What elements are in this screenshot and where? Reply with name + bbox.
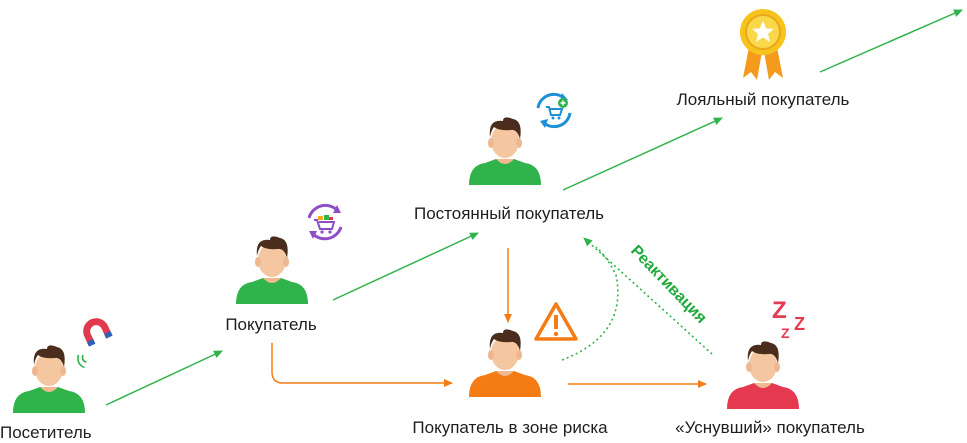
edge-buyer-to-at-risk — [271, 343, 453, 387]
svg-text:Z: Z — [781, 325, 790, 341]
regular-buyer-label: Постоянный покупатель — [414, 204, 604, 223]
edges — [105, 9, 963, 406]
sleep-zzz-icon: Z Z Z — [772, 297, 805, 341]
edge-buyer-to-regular — [332, 232, 479, 301]
edge-sleeping-reactivation — [583, 237, 713, 355]
at-risk-buyer-label: Покупатель в зоне риска — [412, 418, 608, 437]
sleeping-person-icon — [727, 341, 799, 409]
sleeping-buyer-label: «Уснувший» покупатель — [675, 418, 865, 437]
award-ribbon-icon — [740, 9, 786, 80]
cart-cycle-icon — [307, 203, 343, 241]
regular-person-icon — [469, 117, 541, 185]
edge-at-risk-reactivation — [561, 246, 619, 361]
at-risk-person-icon — [469, 329, 541, 397]
cart-add-icon — [536, 92, 572, 129]
loyal-buyer-label: Лояльный покупатель — [676, 90, 850, 109]
visitor-person-icon — [13, 345, 85, 413]
visitor-figure — [13, 345, 85, 413]
magnet-icon — [77, 318, 113, 369]
visitor-label: Посетитель — [0, 423, 92, 442]
edge-loyal-onward — [819, 9, 963, 73]
edge-regular-to-loyal — [562, 117, 723, 191]
svg-text:Z: Z — [772, 297, 787, 324]
edge-visitor-to-buyer — [105, 350, 223, 406]
buyer-label: Покупатель — [225, 315, 317, 334]
warning-icon — [534, 302, 578, 341]
buyer-person-icon — [236, 236, 308, 304]
svg-text:Z: Z — [794, 314, 805, 334]
